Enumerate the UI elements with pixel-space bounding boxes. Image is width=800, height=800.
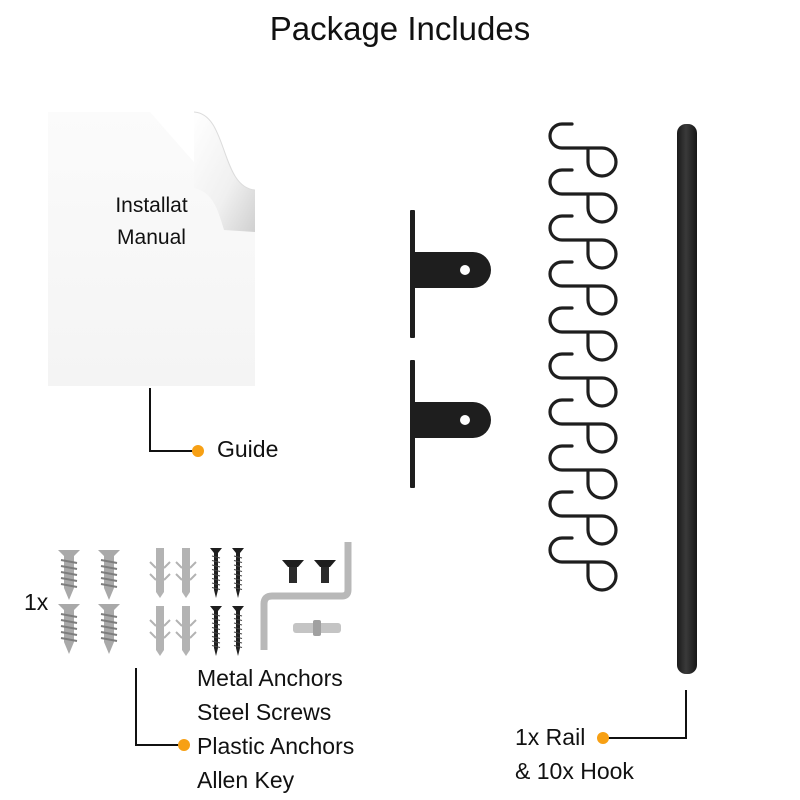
plastic-anchor-icon	[149, 606, 171, 656]
manual-text-line2: Manual	[117, 226, 186, 249]
hardware-quantity: 1x	[24, 589, 49, 615]
connector-stud-icon	[293, 620, 341, 636]
plastic-anchor-icon	[149, 548, 171, 598]
guide-dot-icon	[192, 445, 204, 457]
steel-screw-icon	[210, 548, 222, 598]
manual-cover-text: Installat Manual	[48, 190, 255, 254]
hardware-list: Metal Anchors Steel Screws Plastic Ancho…	[197, 661, 354, 797]
rail-dot-icon	[597, 732, 609, 744]
wall-bracket-icon	[410, 210, 491, 338]
plastic-anchor-icon	[175, 606, 197, 656]
bolt-icon	[282, 560, 304, 583]
page-title: Package Includes	[269, 10, 531, 47]
hardware-kit	[58, 542, 352, 656]
bolt-icon	[314, 560, 336, 583]
s-hooks	[548, 122, 618, 592]
hardware-item: Allen Key	[197, 767, 295, 793]
plastic-anchor-icon	[175, 548, 197, 598]
rail-label-line2: & 10x Hook	[515, 758, 634, 784]
steel-screw-icon	[232, 606, 244, 656]
metal-anchor-icon	[98, 550, 120, 600]
guide-label: Guide	[217, 436, 279, 462]
hardware-item: Steel Screws	[197, 699, 332, 725]
s-hook-icon	[548, 490, 618, 546]
s-hook-icon	[548, 352, 618, 408]
wall-brackets	[410, 210, 491, 488]
allen-key-icon	[260, 542, 352, 650]
s-hook-icon	[548, 260, 618, 316]
steel-screw-icon	[210, 606, 222, 656]
wall-bracket-icon	[410, 360, 491, 488]
hardware-dot-icon	[178, 739, 190, 751]
hardware-item: Metal Anchors	[197, 665, 343, 691]
steel-screw-icon	[232, 548, 244, 598]
s-hook-icon	[548, 398, 618, 454]
s-hook-icon	[548, 536, 618, 592]
metal-anchor-icon	[58, 604, 80, 654]
s-hook-icon	[548, 214, 618, 270]
s-hook-icon	[548, 168, 618, 224]
manual-text-line1: Installat	[115, 194, 188, 217]
rail-rod-icon	[677, 124, 697, 674]
s-hook-icon	[548, 306, 618, 362]
metal-anchor-icon	[98, 604, 120, 654]
s-hook-icon	[548, 122, 618, 178]
metal-anchor-icon	[58, 550, 80, 600]
s-hook-icon	[548, 444, 618, 500]
page-curl-icon	[150, 111, 256, 232]
rail-label-line1: 1x Rail	[515, 724, 586, 750]
hardware-item: Plastic Anchors	[197, 733, 355, 759]
